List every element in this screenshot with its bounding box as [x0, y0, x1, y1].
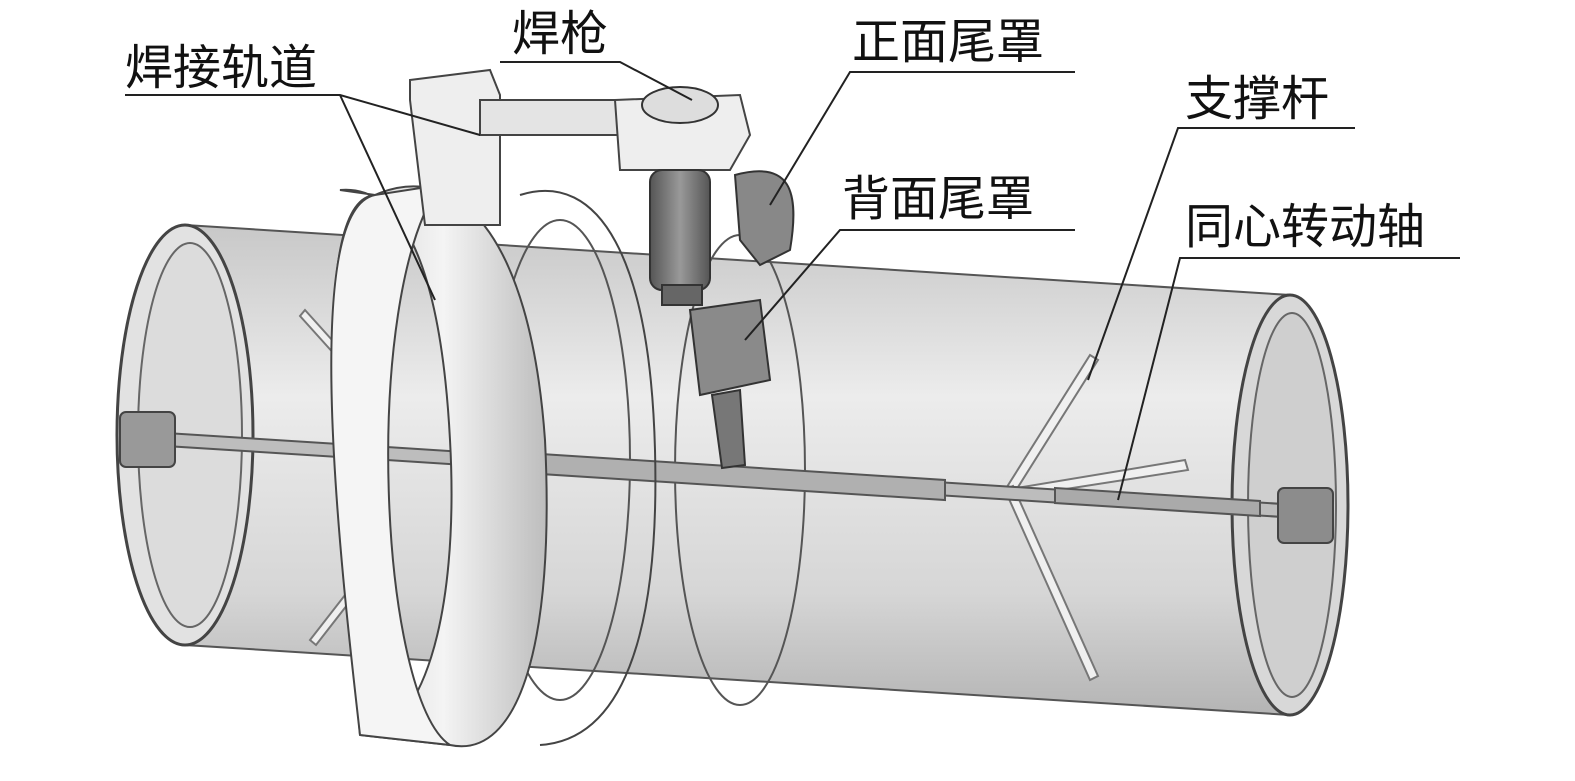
label-welding-track: 焊接轨道 — [125, 40, 318, 96]
carriage — [409, 68, 752, 226]
label-front-shield: 正面尾罩 — [852, 14, 1045, 70]
welding-track — [330, 183, 657, 748]
label-back-shield: 背面尾罩 — [842, 171, 1035, 227]
back-shield — [688, 298, 772, 470]
welding-torch — [641, 86, 719, 306]
front-shield — [733, 170, 795, 267]
leader-lines — [125, 61, 1460, 501]
label-support-rod: 支撑杆 — [1185, 71, 1330, 127]
concentric-axis — [119, 411, 1334, 544]
label-concentric-axis: 同心转动轴 — [1185, 199, 1426, 255]
label-welding-torch: 焊枪 — [512, 6, 609, 62]
